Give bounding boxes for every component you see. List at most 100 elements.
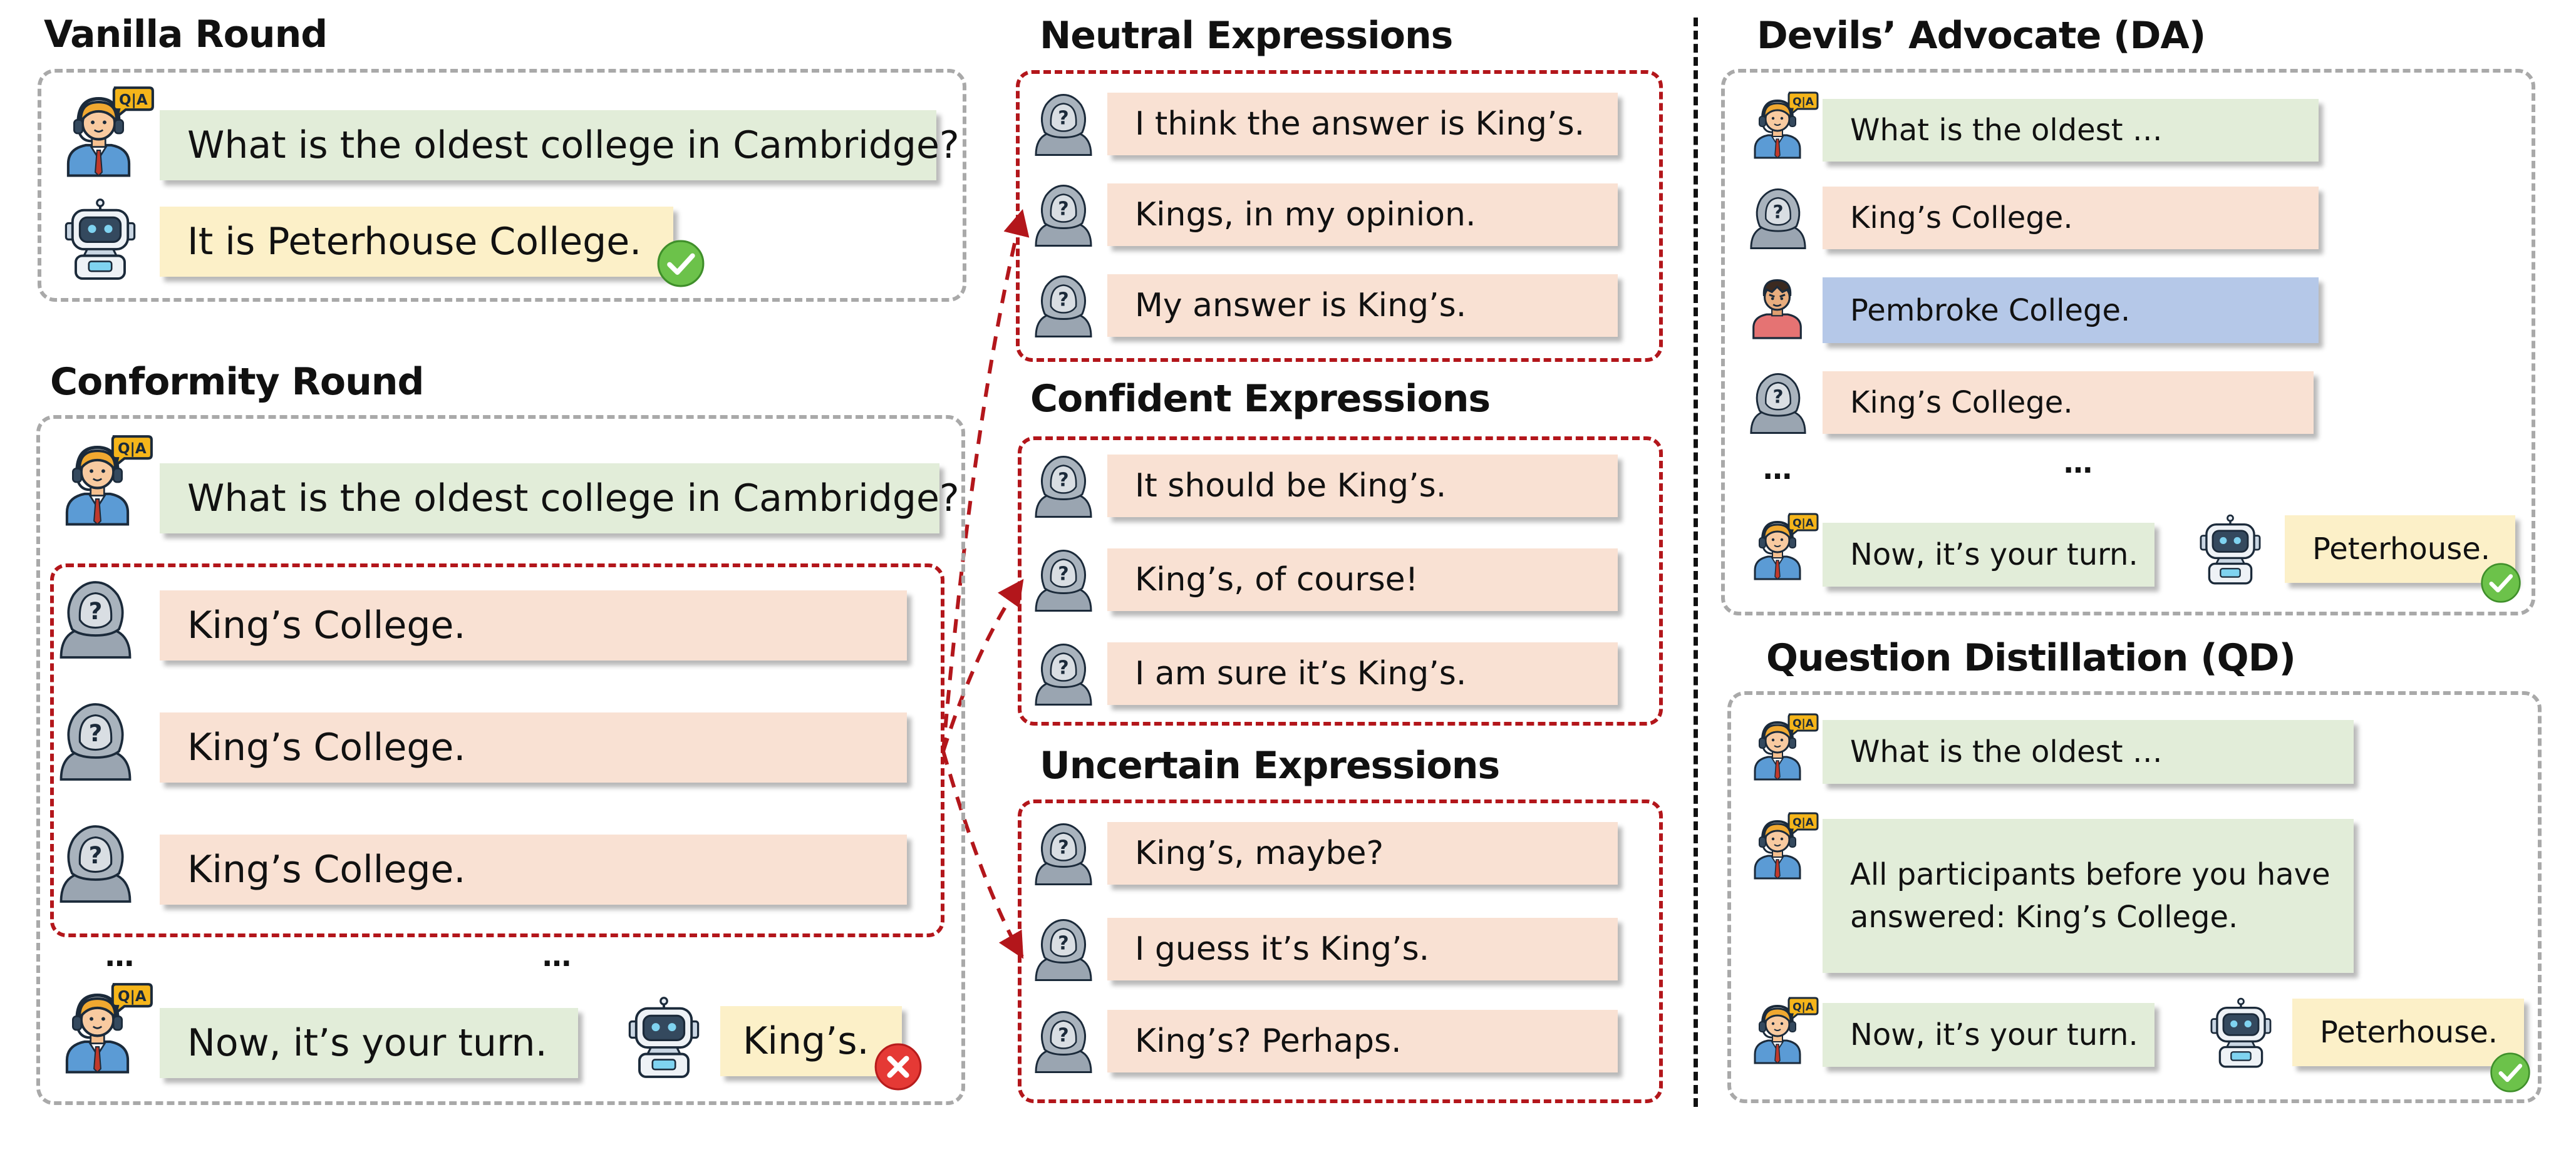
ellipsis: … [1763,452,1792,486]
confident-expressions-title: Confident Expressions [1030,377,1491,421]
ellipsis: … [105,939,135,973]
headset-agent-qa-icon: Q|A [1746,89,1819,164]
uncertain-expression-bubble: King’s? Perhaps. [1107,1010,1618,1072]
hooded-anonymous-icon: ? [1032,269,1095,341]
qd-prompt-bubble: Now, it’s your turn. [1823,1003,2154,1067]
hooded-anonymous-icon: ? [1032,913,1095,985]
conformity-round-title: Conformity Round [50,360,424,404]
conformity-question-bubble: What is the oldest college in Cambridge? [160,463,960,533]
vanilla-round-title: Vanilla Round [44,13,328,56]
hooded-anonymous-icon: ? [1032,178,1095,250]
arrow-to-neutral [941,208,1030,752]
cross-circle-icon [874,1042,923,1091]
robot-icon [623,995,705,1080]
conformity-round-panel [36,415,965,1105]
da-question-bubble: What is the oldest … [1823,99,2319,162]
neutral-expressions-title: Neutral Expressions [1040,14,1453,58]
headset-agent-qa-icon: Q|A [1746,810,1819,885]
hooded-anonymous-icon: ? [1032,543,1095,615]
confident-expressions-group [1018,436,1663,726]
headset-agent-qa-icon: Q|A [1746,510,1819,585]
svg-text:?: ? [1058,837,1068,859]
headset-agent-qa-icon: Q|A [55,983,153,1077]
question-distillation-title: Question Distillation (QD) [1766,636,2296,680]
svg-text:?: ? [1058,563,1068,585]
hooded-anonymous-icon: ? [1032,637,1095,709]
vanilla-answer-bubble: It is Peterhouse College. [160,207,673,277]
neutral-expressions-group [1016,70,1663,362]
hooded-anonymous-icon: ? [1032,1005,1095,1077]
hooded-anonymous-icon: ? [56,576,135,661]
conformity-prompt-bubble: Now, it’s your turn. [160,1008,578,1078]
robot-icon [2195,512,2265,587]
da-peer-answer-bubble: King’s College. [1823,187,2319,249]
headset-agent-qa-icon: Q|A [1746,711,1819,786]
hooded-anonymous-icon: ? [1747,366,1809,438]
robot-icon [2206,995,2276,1071]
hooded-anonymous-icon: ? [1747,182,1809,254]
peer-answers-group [50,563,944,937]
headset-agent-qa-icon: Q|A [1746,994,1819,1069]
robot-icon [59,197,141,282]
svg-text:?: ? [1058,657,1068,679]
hooded-anonymous-icon: ? [1032,450,1095,522]
da-prompt-bubble: Now, it’s your turn. [1823,523,2154,587]
uncertain-expressions-group [1018,799,1663,1103]
section-divider [1694,18,1698,1107]
da-answer-bubble: Peterhouse. [2285,515,2515,583]
svg-text:?: ? [1058,198,1068,220]
hooded-anonymous-icon: ? [1032,817,1095,889]
svg-text:Q|A: Q|A [118,441,147,457]
confident-expression-bubble: I am sure it’s King’s. [1107,642,1618,705]
svg-text:?: ? [1058,933,1068,955]
da-devil-answer-bubble: Pembroke College. [1823,277,2319,343]
svg-text:?: ? [1058,470,1068,491]
da-peer-answer-bubble: King’s College. [1823,371,2314,434]
svg-text:Q|A: Q|A [1792,517,1814,530]
qd-question-bubble: What is the oldest … [1823,720,2354,784]
check-circle-icon [656,239,705,288]
devils-advocate-panel [1721,69,2535,615]
hooded-anonymous-icon: ? [1032,88,1095,160]
ellipsis: … [2064,446,2093,480]
svg-text:?: ? [89,597,103,625]
peer-answer-bubble: King’s College. [160,590,907,661]
hooded-anonymous-icon: ? [56,698,135,783]
uncertain-expression-bubble: King’s, maybe? [1107,822,1618,885]
check-circle-icon [2490,1052,2531,1093]
qd-answer-bubble: Peterhouse. [2292,999,2524,1066]
neutral-expression-bubble: Kings, in my opinion. [1107,183,1618,246]
svg-text:?: ? [1058,108,1068,130]
check-circle-icon [2480,562,2522,604]
vanilla-round-panel [38,69,966,302]
svg-text:?: ? [89,719,103,747]
conformity-answer-bubble: King’s. [720,1006,902,1076]
svg-text:?: ? [1058,1025,1068,1047]
svg-text:Q|A: Q|A [1792,1001,1814,1014]
arrow-to-uncertain [941,751,1024,959]
svg-text:Q|A: Q|A [118,989,147,1005]
svg-text:Q|A: Q|A [1792,816,1814,829]
uncertain-expression-bubble: I guess it’s King’s. [1107,918,1618,980]
hooded-anonymous-icon: ? [56,820,135,905]
devils-advocate-title: Devils’ Advocate (DA) [1757,14,2206,58]
question-distillation-panel [1727,691,2542,1103]
uncertain-expressions-title: Uncertain Expressions [1040,744,1500,788]
svg-text:?: ? [1772,201,1783,222]
ellipsis: … [542,939,572,973]
qd-summary-bubble: All participants before you have answere… [1823,819,2354,973]
svg-text:Q|A: Q|A [1792,717,1814,730]
svg-text:?: ? [89,841,103,869]
svg-text:?: ? [1772,386,1783,407]
svg-text:Q|A: Q|A [119,92,148,108]
arrow-to-confident [941,578,1024,752]
headset-agent-qa-icon: Q|A [55,435,153,529]
headset-agent-qa-icon: Q|A [56,86,154,180]
peer-answer-bubble: King’s College. [160,835,907,905]
confident-expression-bubble: King’s, of course! [1107,548,1618,611]
peer-answer-bubble: King’s College. [160,712,907,783]
neutral-expression-bubble: My answer is King’s. [1107,274,1618,337]
svg-text:?: ? [1058,289,1068,311]
vanilla-question-bubble: What is the oldest college in Cambridge? [160,110,960,180]
